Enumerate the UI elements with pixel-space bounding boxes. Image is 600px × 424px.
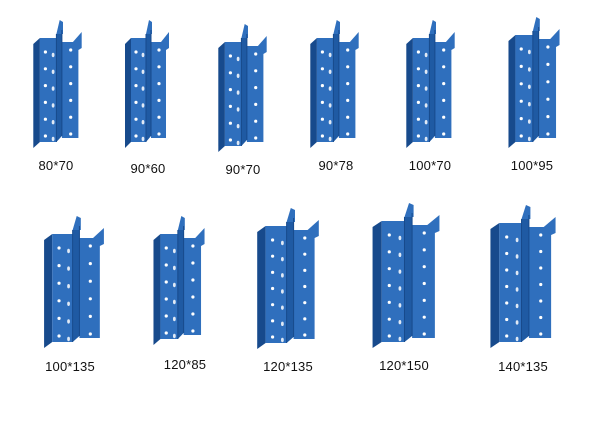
upright-profile-image [125, 20, 169, 148]
upright-item [30, 20, 85, 150]
upright-item [253, 208, 323, 351]
upright-profile-image [406, 20, 455, 148]
upright-profile-image [33, 20, 82, 148]
upright-profile-image [153, 216, 205, 345]
upright-size-label: 90*78 [318, 158, 354, 173]
upright-size-label: 80*70 [38, 158, 74, 173]
upright-size-label: 120*135 [263, 359, 313, 374]
upright-size-label: 100*95 [510, 158, 554, 173]
upright-profile-image [490, 205, 556, 348]
upright-size-label: 140*135 [498, 359, 548, 374]
upright-size-label: 100*70 [408, 158, 452, 173]
upright-profile-image [218, 24, 267, 152]
upright-item [150, 216, 208, 347]
upright-profile-image [372, 203, 440, 348]
upright-item [40, 216, 108, 350]
upright-item [505, 17, 563, 150]
upright-size-label: 120*85 [163, 357, 207, 372]
upright-profile-image [44, 216, 104, 348]
upright-item [307, 20, 362, 150]
upright-size-label: 90*70 [225, 162, 261, 177]
upright-item [486, 205, 560, 350]
upright-profile-image [508, 17, 560, 148]
upright-size-label: 90*60 [130, 161, 166, 176]
upright-profile-image [310, 20, 359, 148]
upright-item [403, 20, 458, 150]
upright-item [368, 203, 444, 350]
upright-profile-image [257, 208, 319, 349]
upright-size-label: 100*135 [45, 359, 95, 374]
upright-item [215, 24, 270, 154]
upright-item [122, 20, 172, 150]
upright-size-label: 120*150 [379, 358, 429, 373]
